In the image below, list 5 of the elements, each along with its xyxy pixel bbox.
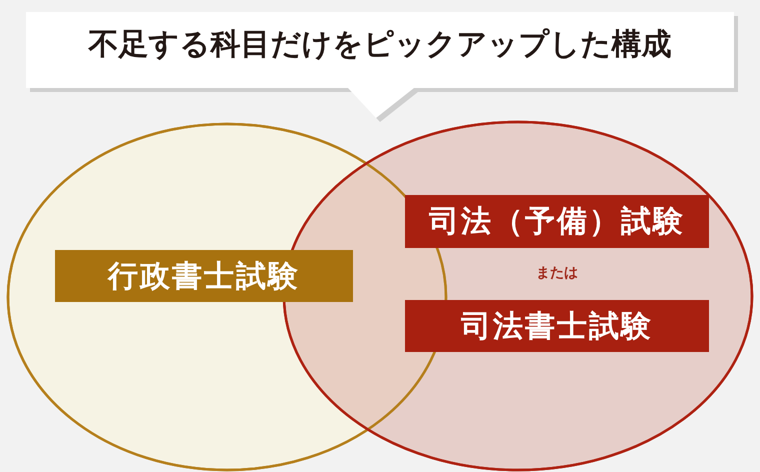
title: 不足する科目だけをピックアップした構成	[87, 26, 672, 64]
conjunction-text: または	[535, 264, 579, 283]
label-banner: 行政書士試験	[55, 250, 353, 302]
label-banner: 司法（予備）試験	[405, 195, 709, 248]
label-banner: 司法書士試験	[405, 300, 709, 352]
